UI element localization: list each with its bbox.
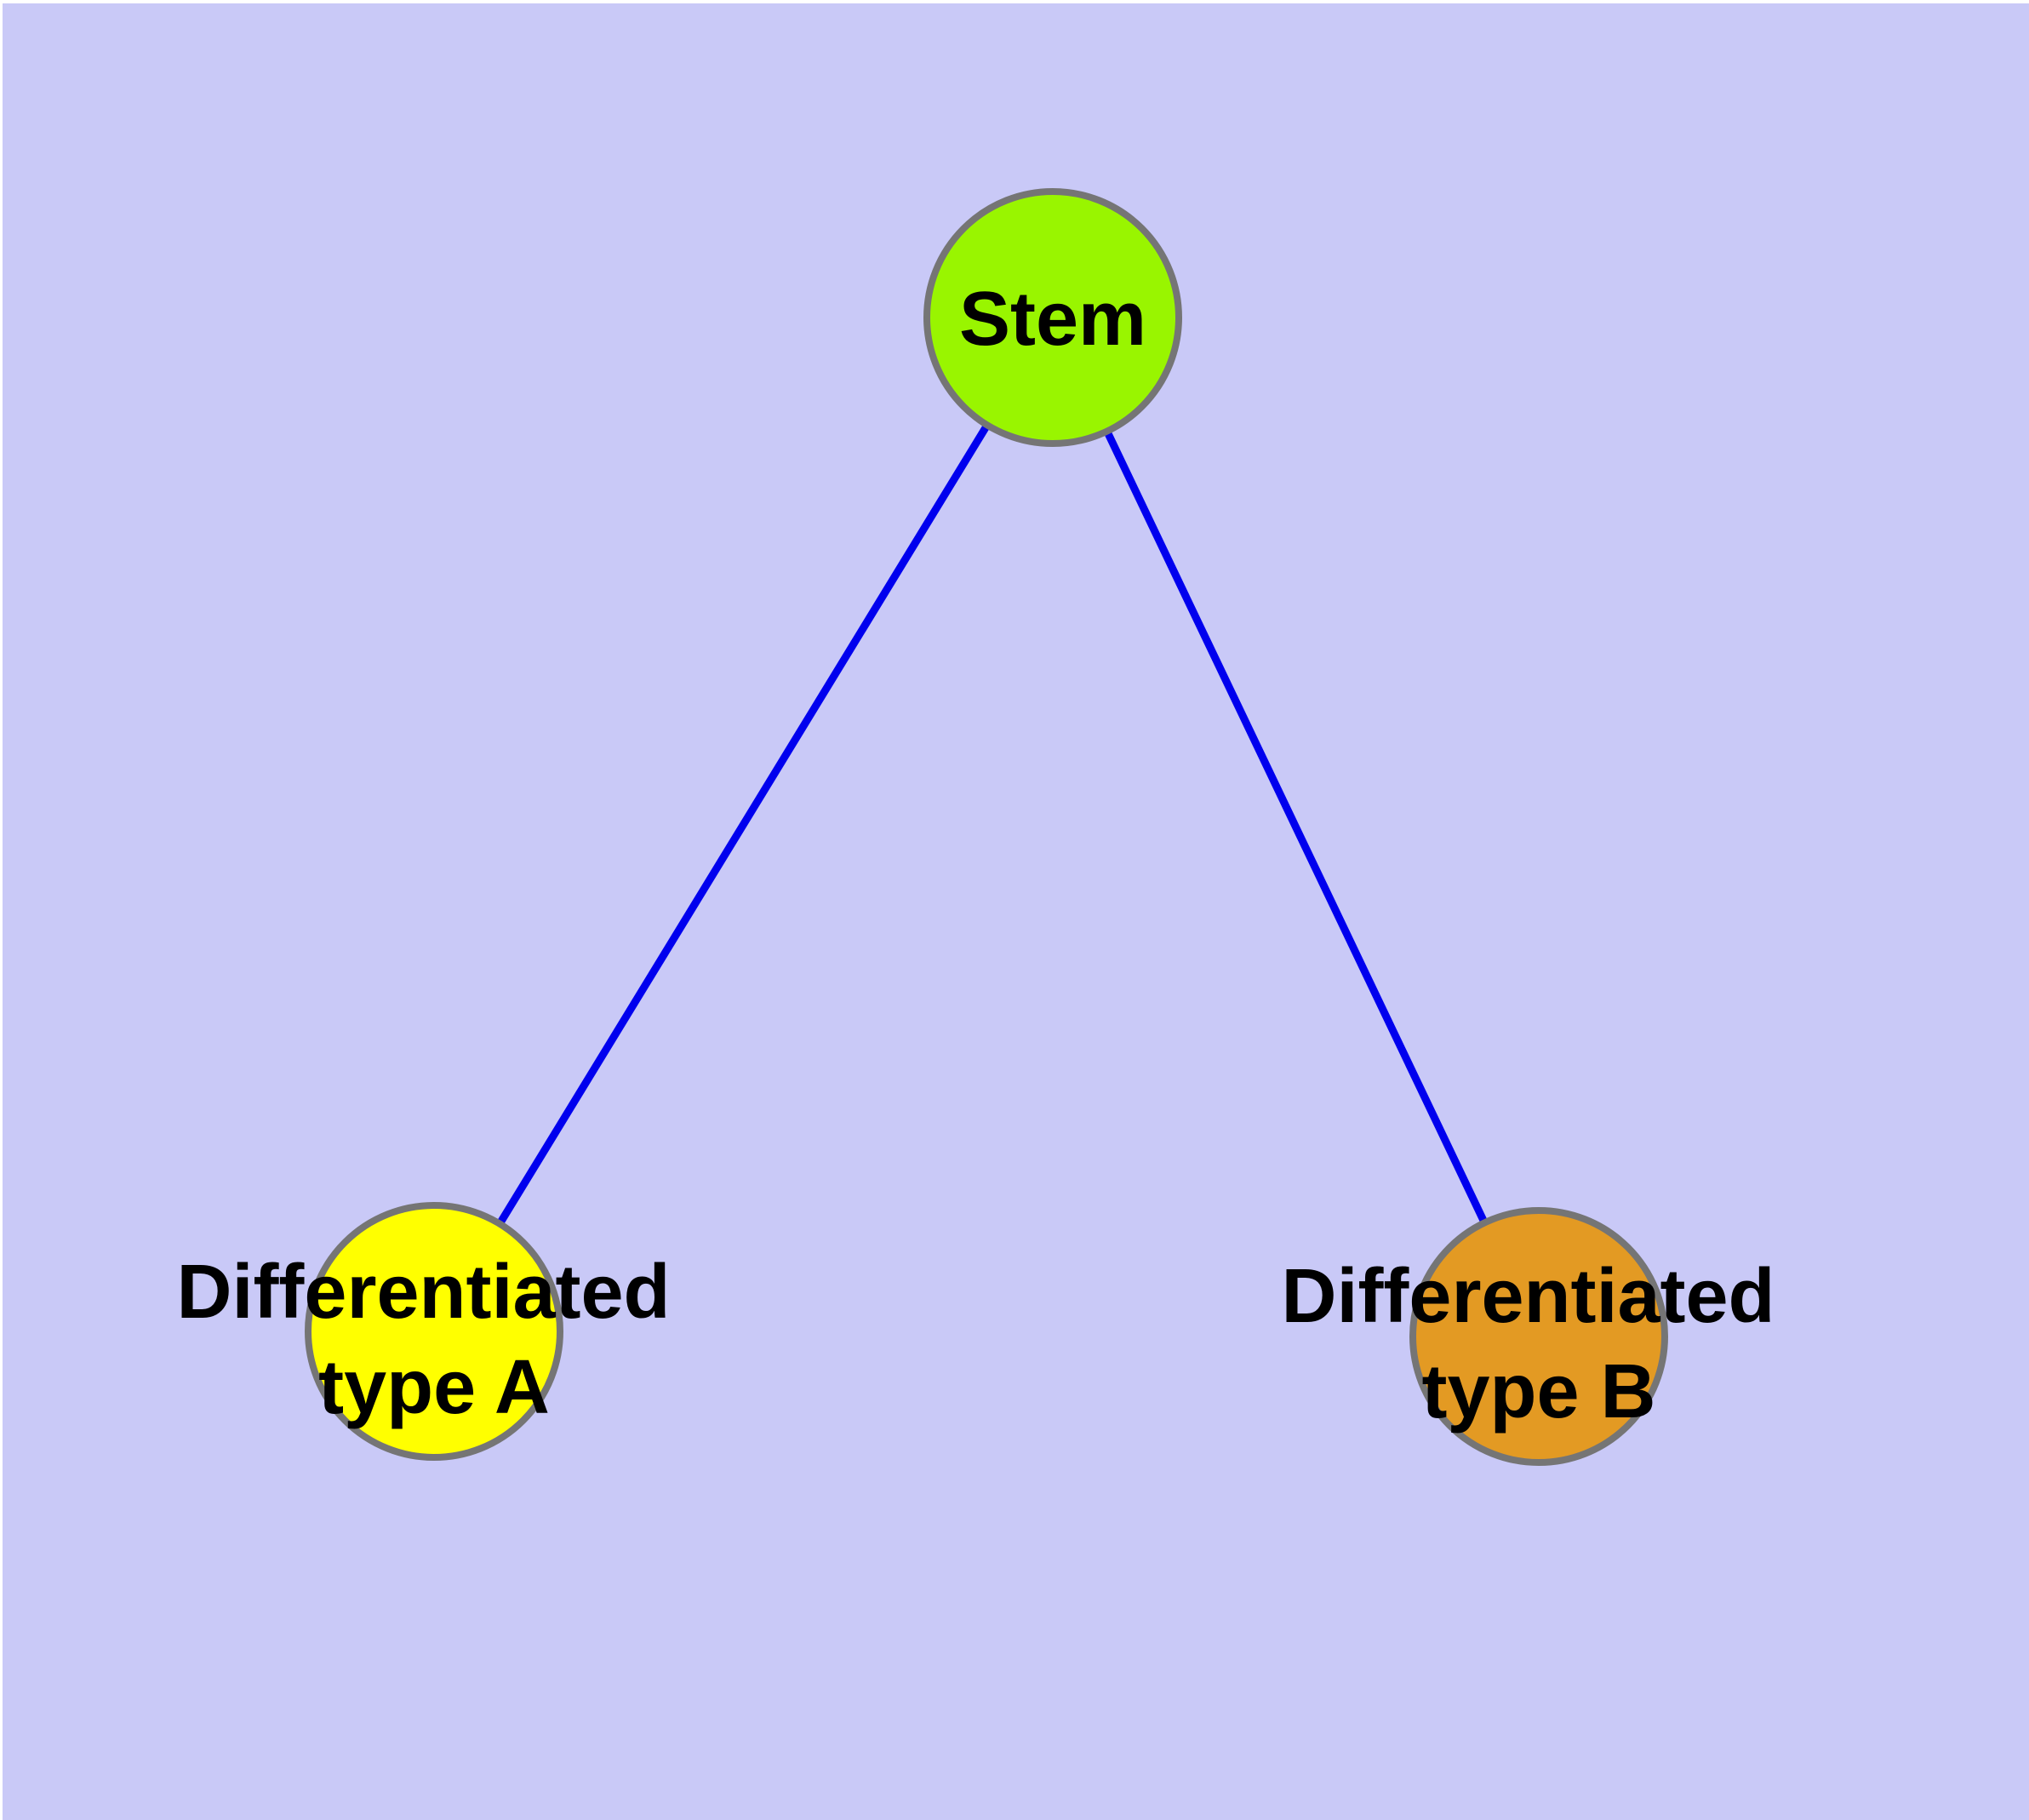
stem-node bbox=[923, 188, 1182, 447]
type-b-node-label: Differentiated type B bbox=[1281, 1254, 1796, 1434]
type-a-node bbox=[305, 1202, 563, 1461]
stem-node-label: Stem bbox=[959, 277, 1146, 362]
type-b-node bbox=[1409, 1207, 1668, 1466]
edge-stem-to-type-b bbox=[1049, 316, 1543, 1338]
type-a-node-label: Differentiated type A bbox=[176, 1250, 691, 1430]
type-a-label-line2: type A bbox=[318, 1345, 550, 1430]
type-b-label-line1: Differentiated bbox=[1281, 1254, 1775, 1339]
edge-stem-to-type-a bbox=[431, 315, 1056, 1334]
type-a-label-line1: Differentiated bbox=[176, 1250, 670, 1335]
type-b-label-line2: type B bbox=[1421, 1349, 1655, 1434]
